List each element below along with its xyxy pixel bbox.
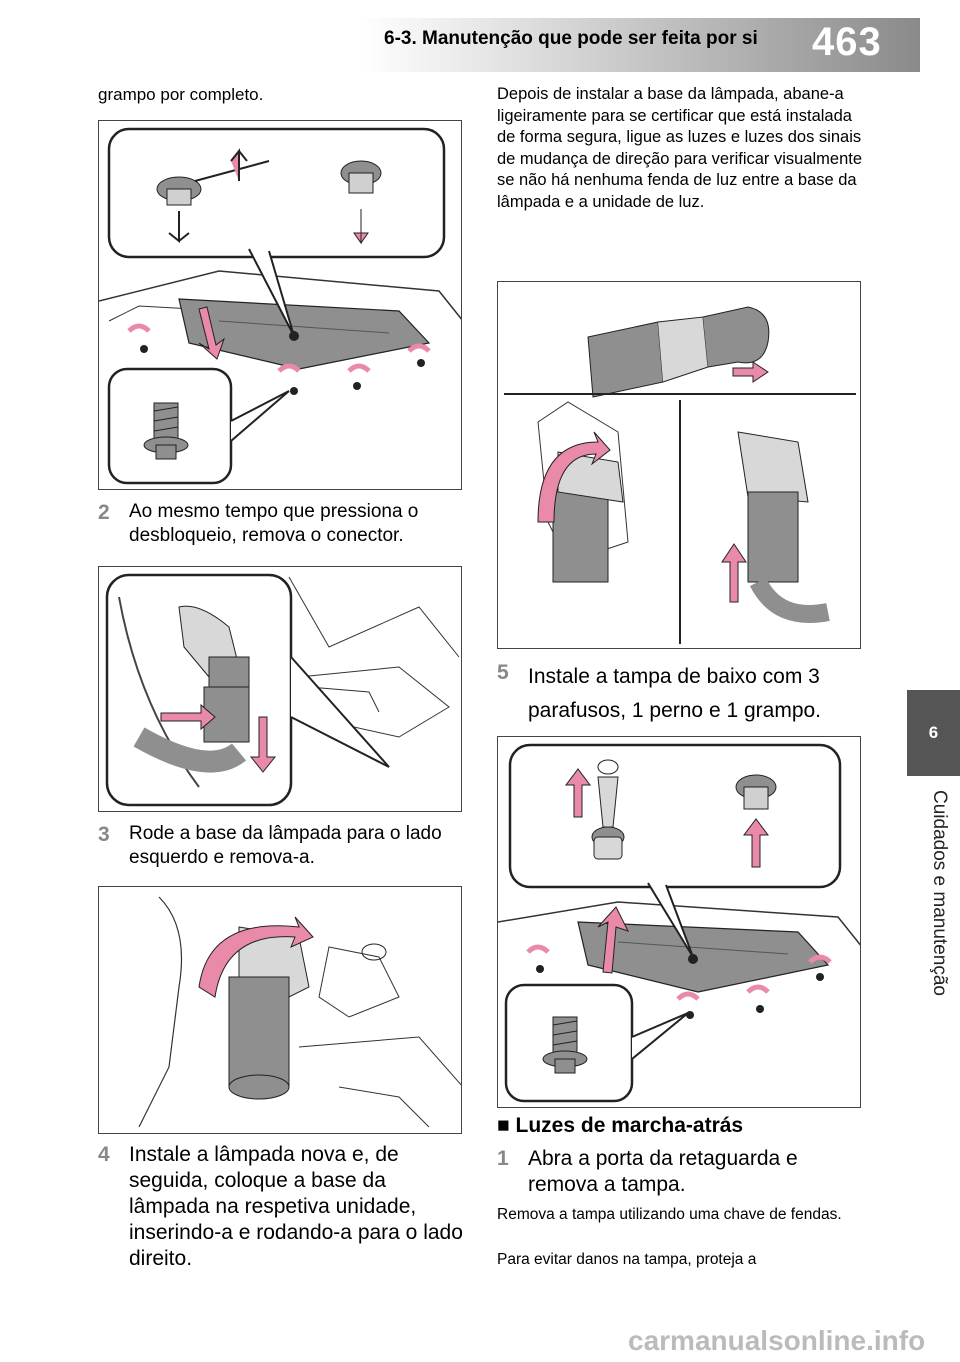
step-number: 5: [497, 661, 509, 684]
intro-text: grampo por completo.: [98, 85, 264, 104]
illustration-connector: [105, 573, 460, 807]
note-screwdriver: Remova a tampa utilizando uma chave de f…: [497, 1206, 842, 1223]
step-text: Ao mesmo tempo que pressiona o desbloque…: [129, 501, 419, 546]
verification-text: Depois de instalar a base da lâmpada, ab…: [497, 85, 863, 211]
figure-install-cover: [497, 736, 861, 1108]
step-text-line1: Instale a tampa de baixo com 3: [528, 665, 820, 688]
step-number: 4: [98, 1143, 110, 1166]
illustration-install-cover: [498, 743, 860, 1103]
illustration-rotate-base: [138, 896, 461, 1128]
illustration-install-bulb: [504, 306, 856, 644]
step-text: Instale a tampa de baixo com 3 parafusos…: [528, 660, 878, 728]
step-text: Instale a lâmpada nova e, de seguida, co…: [129, 1143, 463, 1270]
figure-install-bulb: [497, 281, 861, 649]
section-heading-reverse-lights: ■ Luzes de marcha-atrás: [497, 1114, 744, 1137]
section-title: 6-3. Manutenção que pode ser feita por s…: [384, 28, 758, 49]
step-text-line2: parafusos, 1 perno e 1 grampo.: [528, 699, 822, 722]
chapter-label: Cuidados e manutenção: [929, 790, 950, 996]
step-1-reverse: 1 Abra a porta da retaguarda e remova a …: [497, 1146, 867, 1202]
step-number: 1: [497, 1147, 509, 1170]
step-3: 3 Rode a base da lâmpada para o lado esq…: [98, 822, 468, 878]
step-number: 3: [98, 823, 110, 846]
step-text: Rode a base da lâmpada para o lado esque…: [129, 823, 442, 868]
chapter-tab: 6: [907, 690, 960, 776]
figure-rotate-bulb-base: [98, 886, 462, 1134]
note-protect-cover: Para evitar danos na tampa, proteja a: [497, 1251, 757, 1268]
step-text: Abra a porta da retaguarda e remova a ta…: [528, 1147, 798, 1196]
step-5: 5 Instale a tampa de baixo com 3 parafus…: [497, 660, 877, 730]
header-bar: [360, 18, 920, 72]
watermark: carmanualsonline.info: [628, 1325, 926, 1356]
step-2: 2 Ao mesmo tempo que pressiona o desbloq…: [98, 500, 468, 556]
figure-under-cover-removal: [98, 120, 462, 490]
step-4: 4 Instale a lâmpada nova e, de seguida, …: [98, 1142, 468, 1292]
page-number: 463: [812, 20, 882, 64]
figure-remove-connector: [98, 566, 462, 812]
illustration-cover-removal: [99, 127, 461, 485]
step-number: 2: [98, 501, 110, 524]
chapter-number: 6: [928, 723, 939, 742]
